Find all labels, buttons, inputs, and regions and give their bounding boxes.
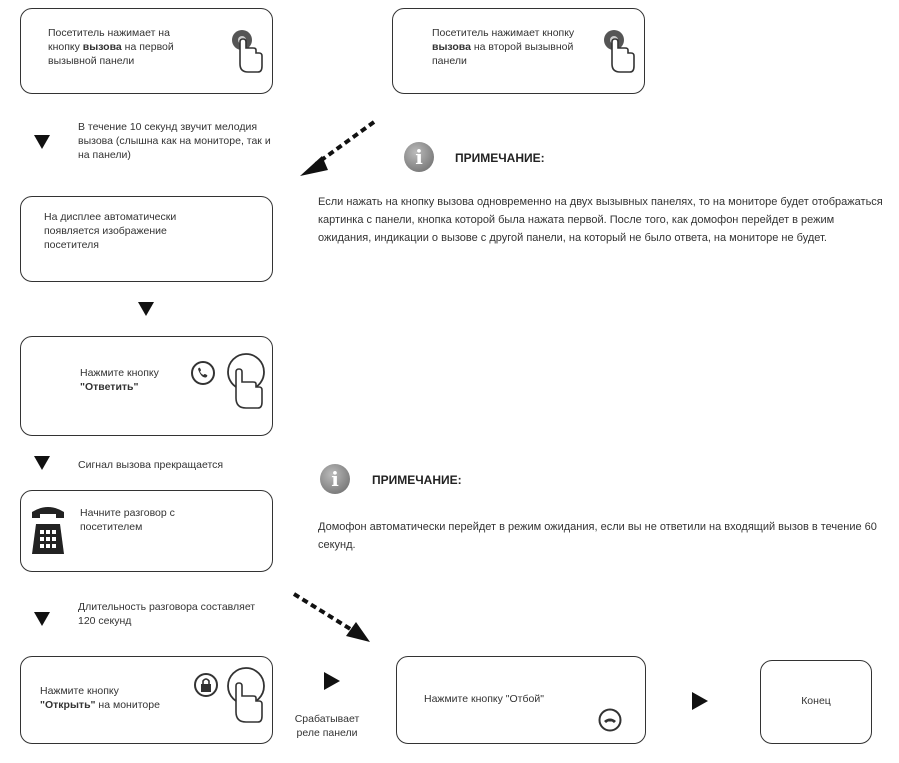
right-arrow-icon [692, 692, 708, 710]
step-duration-text: Длительность разговора составляет 120 се… [78, 601, 256, 627]
note-title: ПРИМЕЧАНИЕ: [455, 151, 545, 165]
step-box-call-panel-2 [392, 8, 645, 94]
hand-press-icon [604, 30, 635, 73]
step-box-display-image [20, 196, 273, 282]
hand-press-icon [232, 30, 263, 73]
step-box-hangup-text: Нажмите кнопку "Отбой" [424, 693, 544, 705]
note-text: Домофон автоматически перейдет в режим о… [318, 521, 877, 551]
dashed-arrow-icon [300, 120, 376, 176]
step-box-end-text: Конец [801, 695, 831, 707]
step-box-open-door [20, 656, 273, 744]
step-box-answer [20, 336, 273, 436]
step-box-open-door-text: Нажмите кнопку"Открыть" на мониторе [40, 685, 160, 711]
info-icon: i [404, 142, 434, 172]
telephone-icon [32, 507, 64, 554]
hand-press-icon [227, 353, 265, 409]
step-box-answer-text: Нажмите кнопку "Ответить" [80, 367, 159, 393]
hand-press-icon [227, 667, 265, 723]
note-title: ПРИМЕЧАНИЕ: [372, 473, 462, 487]
down-arrow-icon [34, 612, 50, 626]
step-box-display-image-text: На дисплее автоматически появляется изоб… [44, 211, 177, 251]
phone-answer-icon [191, 361, 215, 385]
step-signal-stop-text: Сигнал вызова прекращается [78, 459, 224, 471]
step-box-call-panel-1 [20, 8, 273, 94]
lock-icon [194, 673, 218, 697]
note-text: Если нажать на кнопку вызова одновременн… [318, 196, 883, 244]
dashed-arrow-icon [292, 592, 370, 642]
step-box-start-talk [20, 490, 273, 572]
step-box-call-panel-1-text: Посетитель нажимает на кнопку вызова на … [48, 27, 174, 67]
info-icon: i [320, 464, 350, 494]
right-arrow-icon [324, 672, 340, 690]
step-box-call-panel-2-text: Посетитель нажимает кнопку вызова на вто… [432, 27, 575, 67]
hangup-icon [598, 708, 622, 732]
step-box-end [760, 660, 872, 744]
down-arrow-icon [34, 456, 50, 470]
step-relay-text: Срабатывает реле панели [294, 713, 360, 739]
down-arrow-icon [34, 135, 50, 149]
step-box-start-talk-text: Начните разговор с посетителем [80, 507, 175, 533]
step-ring-text: В течение 10 секунд звучит мелодия вызов… [78, 121, 271, 161]
down-arrow-icon [138, 302, 154, 316]
